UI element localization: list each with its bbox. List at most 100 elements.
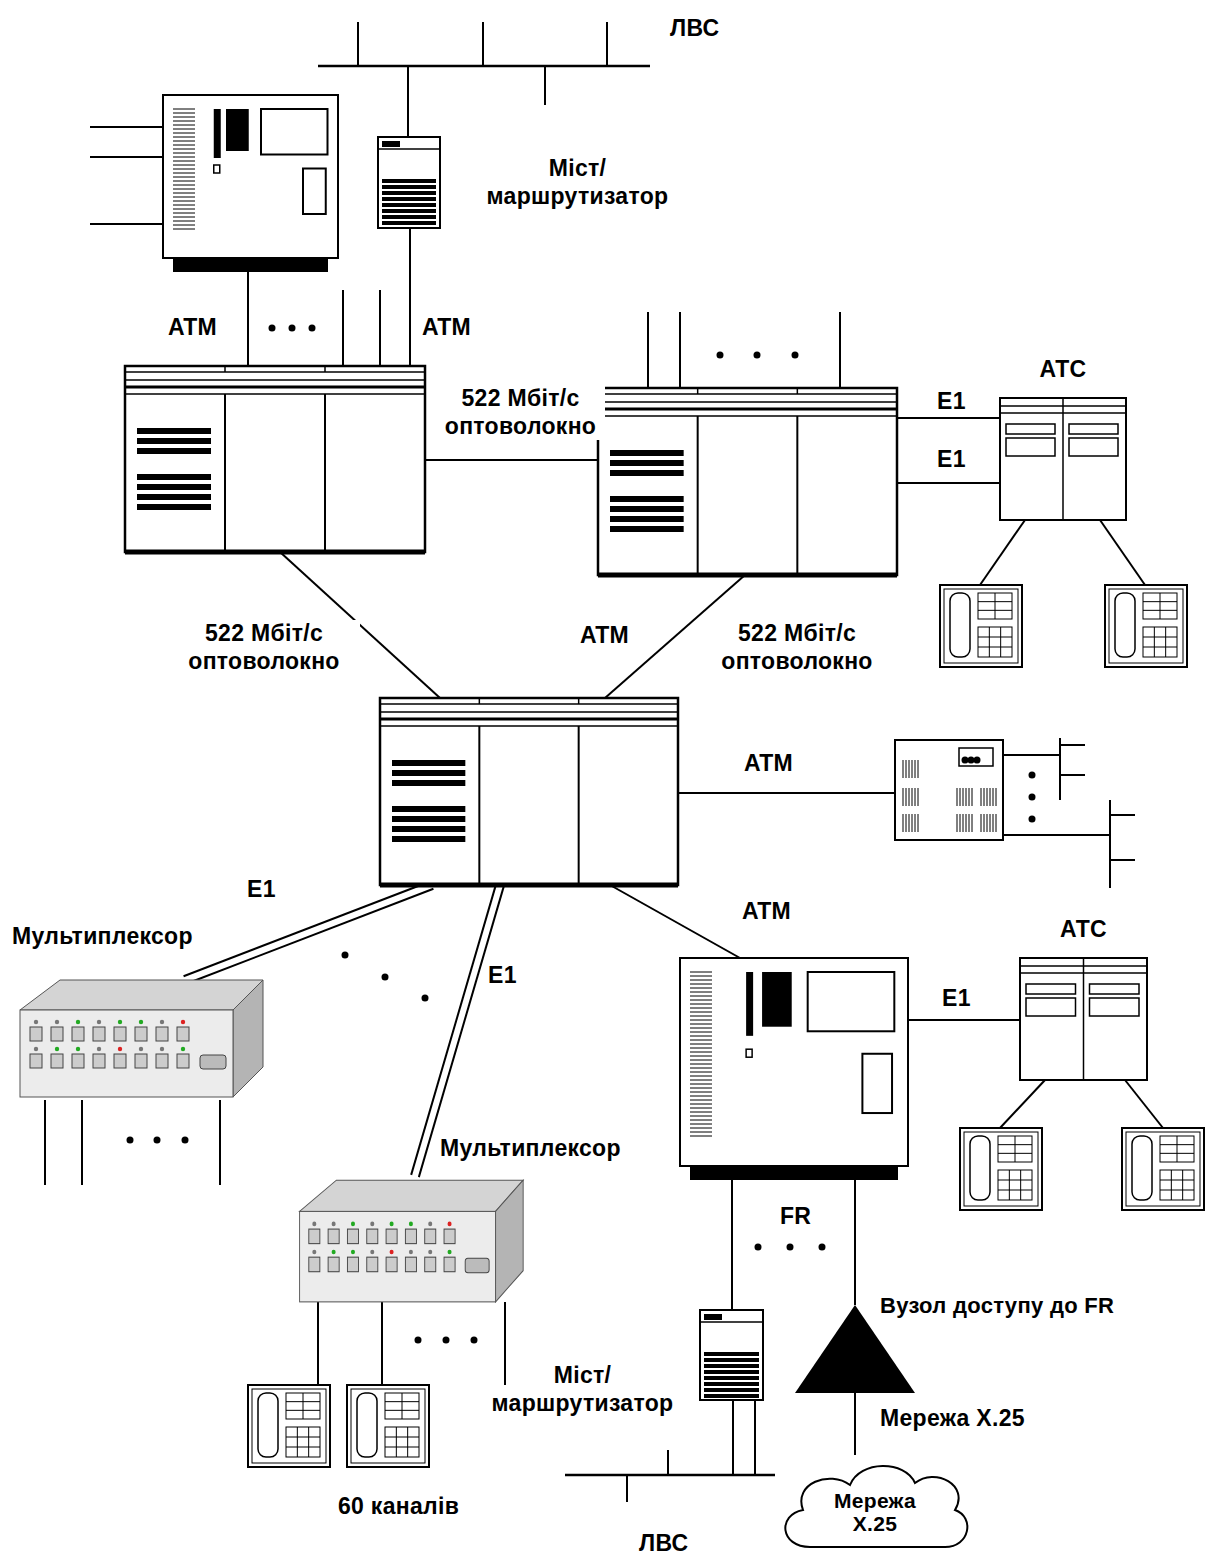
mux-led [160,1047,164,1051]
phone-display [1160,1136,1194,1162]
phone-face [964,1132,1038,1206]
vent-line [963,788,964,806]
mux-port [405,1257,416,1272]
phone-body [1105,585,1187,667]
mux-port [425,1257,436,1272]
node-outline [295,1175,525,1305]
vent-line [690,1096,712,1097]
handset [1115,593,1135,657]
lan-bus [565,1474,775,1477]
vent-line [173,173,195,174]
lan-tap [1060,774,1085,776]
ellipsis-dot [382,974,389,981]
keypad-line [402,1393,403,1419]
wire [1125,1080,1163,1128]
atm-switch [380,698,678,885]
phone-body [960,1128,1042,1210]
multiplexer-box [20,980,263,1097]
link-label: ATM [740,898,793,926]
wire [90,126,163,128]
keypad-line [978,647,1012,648]
led [746,1049,752,1057]
bridge-slot [704,1394,759,1398]
vent-line [173,117,195,118]
vent-line [912,814,913,832]
mux-led [332,1250,336,1255]
switch-slot [137,494,211,500]
switch-band [380,725,678,727]
wire [980,520,1025,585]
vent-line [690,1056,712,1057]
vent-line [690,1088,712,1089]
pbx-body [1020,958,1147,1080]
mux-led [181,1047,185,1051]
link-label: 522 Мбіт/с оптоволокно [700,620,894,675]
keypad-line [308,1427,309,1457]
switch-slot [392,816,465,822]
pbx-card [1069,424,1118,434]
wire [897,417,1000,419]
wire [219,1100,221,1185]
display [959,748,993,766]
switch-slot [392,806,465,812]
mux-port [444,1229,455,1244]
switch-base [125,550,425,555]
computer-cabinet [680,958,908,1180]
wire [754,1400,756,1475]
mux-port [328,1229,339,1244]
mux-led [390,1222,394,1227]
bridge-slot [704,1364,759,1368]
vent-line [690,1136,712,1137]
phone-display [385,1393,419,1419]
vent-line [987,788,988,806]
wire [854,1180,856,1305]
ellipsis-dot [269,325,276,332]
vent-line [690,1060,712,1061]
mux-led [448,1250,452,1255]
keypad-line [1160,593,1161,619]
mux-port [309,1257,320,1272]
switch-band [125,393,425,395]
vent-line [918,788,919,806]
wire [407,66,409,137]
node-outline [15,975,265,1100]
mux-port [425,1229,436,1244]
link-label: 522 Мбіт/с оптоволокно [168,620,360,675]
phone-face [944,589,1018,663]
vent-line [963,814,964,832]
vent-line [173,201,195,202]
keypad-line [385,1437,419,1438]
vent-line [987,814,988,832]
access-node-triangle [795,1305,915,1393]
vent-line [909,814,910,832]
wire [90,223,163,225]
mux-led [118,1020,122,1024]
switch-divider [478,726,480,885]
vent-line [966,788,967,806]
link-label: ATM [742,750,795,778]
bridge-body [700,1310,763,1400]
lan-tap [544,66,546,105]
wire [647,312,649,388]
bridge-led [382,141,400,147]
vent-line [173,113,195,114]
mux-port [405,1229,416,1244]
pbx-body [1000,398,1126,520]
switch-band [598,401,897,403]
vent-line [690,1104,712,1105]
mux-port [177,1054,189,1068]
switch-slot [137,428,211,434]
vent-line [690,1092,712,1093]
switch-band [598,393,897,395]
double-wire [186,889,433,984]
phone-face [252,1389,326,1463]
ellipsis-dot [1029,772,1036,779]
vent-line [915,760,916,778]
pbx-card [1006,424,1055,434]
mux-port [444,1257,455,1272]
vent-line [173,133,195,134]
phone-body [347,1385,429,1467]
mux-led [181,1020,185,1024]
pbx-card [1006,438,1055,456]
mux-front [300,1211,496,1301]
